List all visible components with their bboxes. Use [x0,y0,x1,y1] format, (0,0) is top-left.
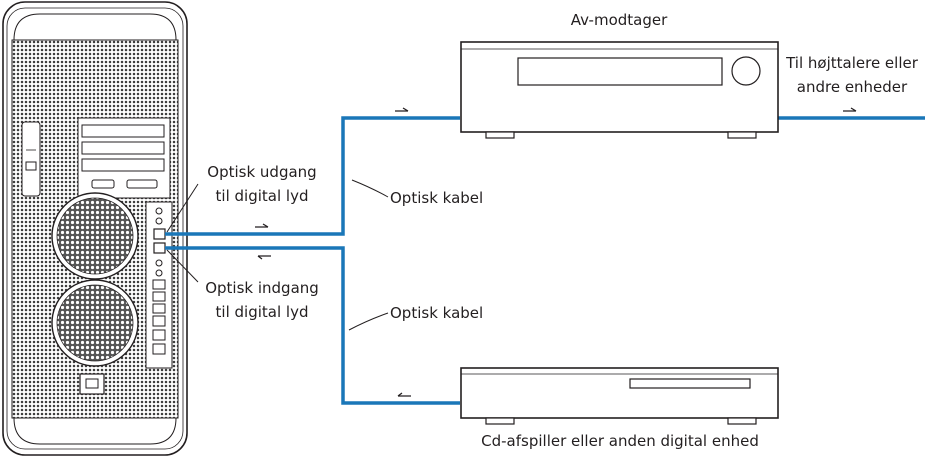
arrow-right-icon [395,107,409,112]
leader-cable-bottom [348,312,389,331]
leader-optical-in [166,249,199,283]
av-receiver [460,41,779,139]
side-vent-panel [21,121,41,197]
side-indicator [25,161,37,171]
cd-player [460,367,779,425]
optical-cable-to-cd-player [165,246,460,405]
cd-player-disc-tray [629,378,751,389]
tower-inner-outline [6,7,184,450]
optical-out-label-line1: Optisk udgang [207,163,316,181]
optical-in-port [153,242,166,254]
optical-in-label-line1: Optisk indgang [205,279,319,297]
optical-drive-slot-1 [81,124,165,138]
speakers-label-line2: andre enheder [797,78,908,96]
tower-bottom-handle [13,417,177,445]
receiver-foot-right [727,131,757,139]
cd-player-label: Cd-afspiller eller anden digital enhed [481,432,759,450]
leader-optical-out [166,183,199,233]
computer-tower [2,1,188,456]
optical-drive-slot-3 [81,158,165,172]
arrow-right-icon [843,107,857,112]
tower-top-handle [13,13,177,41]
optical-cable-bottom-label: Optisk kabel [390,304,483,322]
optical-cable-top-label: Optisk kabel [390,189,483,207]
front-usb-port-1 [91,179,115,189]
arrow-left-icon [397,392,411,397]
cd-player-foot-left [485,417,515,425]
cd-player-foot-right [727,417,757,425]
optical-out-label-line2: til digital lyd [216,187,309,205]
arrow-left-icon [257,255,271,260]
optical-in-label-line2: til digital lyd [216,303,309,321]
av-receiver-label: Av-modtager [571,11,668,29]
front-usb-port-2 [126,179,158,189]
leader-cable-top [351,179,389,198]
arrow-right-icon [255,223,269,228]
receiver-display [517,57,723,86]
optical-drive-slot-2 [81,141,165,155]
lower-fan-grille [56,284,134,362]
speakers-label-line1: Til højttalere eller [785,54,919,72]
optical-out-port [153,228,166,240]
optical-cable-to-receiver [165,116,460,236]
receiver-foot-left [485,131,515,139]
upper-fan-grille [56,197,134,275]
receiver-volume-knob [731,56,761,86]
cd-player-body [460,367,779,419]
receiver-body [460,41,779,133]
